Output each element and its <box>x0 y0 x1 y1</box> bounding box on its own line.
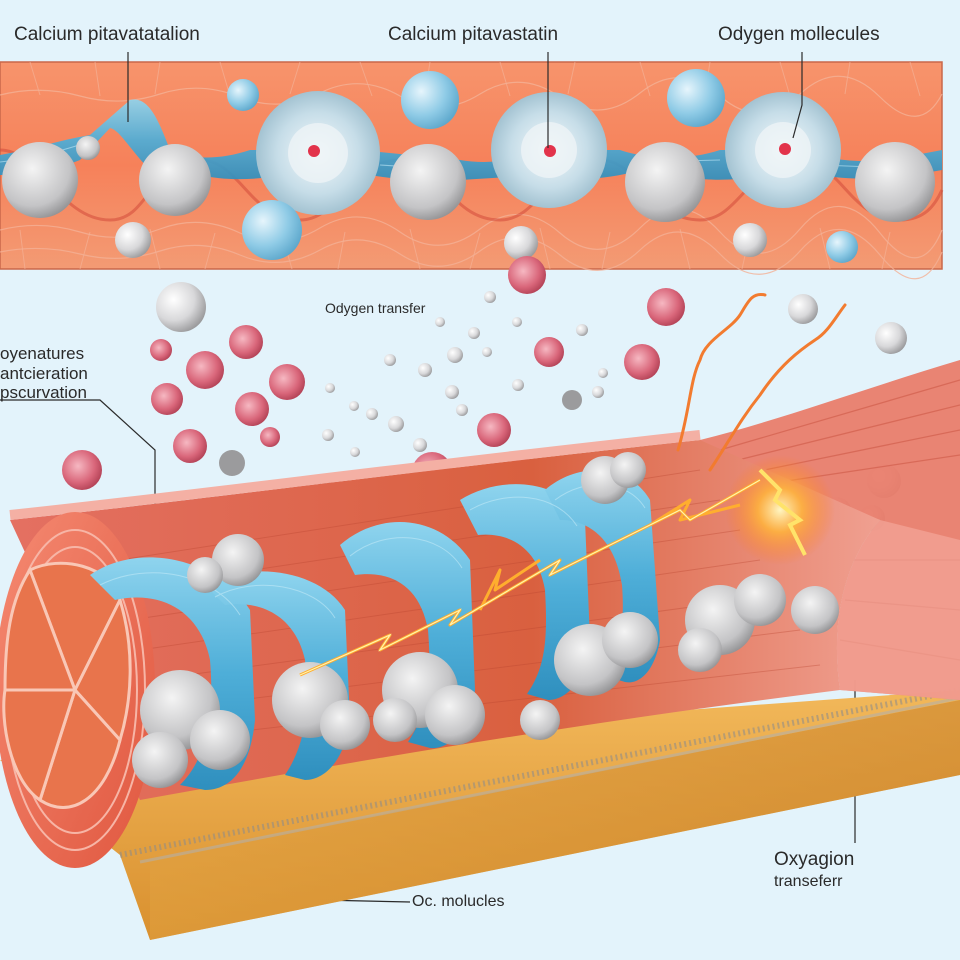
top-tissue-panel <box>0 61 944 280</box>
blue-sphere <box>227 79 259 111</box>
nerve-fibers <box>676 292 847 472</box>
gray-cluster <box>132 452 839 788</box>
blue-sphere <box>826 231 858 263</box>
blue-sphere <box>401 71 459 129</box>
label-oxygen-transfer-bottom: Oxyagion transeferr <box>774 849 854 891</box>
cell <box>725 92 841 208</box>
gray-cluster <box>2 136 935 222</box>
label-oxygen-transfer-mid: Odygen transfer <box>325 300 426 316</box>
blue-sphere <box>667 69 725 127</box>
label-bottom-right-line-1: Oxyagion <box>774 849 855 870</box>
label-left-line-3: pscurvation <box>0 383 87 403</box>
label-bottom-right-line-2: transeferr <box>774 872 843 890</box>
label-oxygen-molecules-top: Odygen mollecules <box>718 24 880 45</box>
gray-sphere <box>733 223 767 257</box>
blue-sphere <box>242 200 302 260</box>
label-calcium-pitavastatin-mid: Calcium pitavastatin <box>388 24 559 45</box>
energy-spark <box>758 468 807 556</box>
energy-glow <box>725 455 835 565</box>
gray-sphere <box>504 226 538 260</box>
gray-sphere <box>115 222 151 258</box>
label-left-line-2: antcieration <box>0 363 88 383</box>
label-oxygen-molecules-bottom: Oc. molucles <box>412 893 505 910</box>
cell <box>256 91 380 215</box>
label-left-stack: oyenatures antcieration pscurvation <box>0 344 88 403</box>
muscle-vessel <box>0 292 960 940</box>
label-calcium-pitavastatin-left: Calcium pitavatatalion <box>14 24 200 45</box>
label-left-line-1: oyenatures <box>0 344 85 363</box>
vessel-cross-section <box>0 512 155 868</box>
cell <box>491 92 607 208</box>
